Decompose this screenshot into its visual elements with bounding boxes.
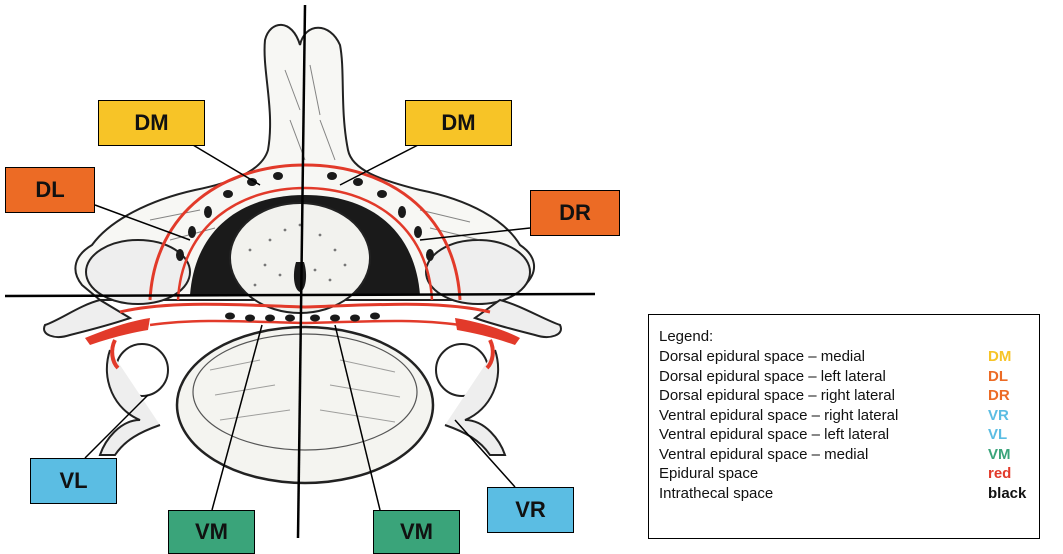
legend-description: Ventral epidural space – medial bbox=[659, 445, 988, 465]
label-dr: DR bbox=[530, 190, 620, 236]
label-dm-left: DM bbox=[98, 100, 205, 146]
legend-row: Dorsal epidural space – right lateral DR bbox=[659, 386, 1039, 406]
legend-description: Epidural space bbox=[659, 464, 988, 484]
legend-description: Dorsal epidural space – left lateral bbox=[659, 367, 988, 387]
legend-code: DM bbox=[988, 347, 1011, 367]
legend-description: Ventral epidural space – right lateral bbox=[659, 406, 988, 426]
legend-code: VL bbox=[988, 425, 1007, 445]
legend-title: Legend: bbox=[659, 327, 1039, 347]
label-dm-right: DM bbox=[405, 100, 512, 146]
vertebral-body bbox=[177, 327, 433, 483]
legend-row: Ventral epidural space – right lateral V… bbox=[659, 406, 1039, 426]
label-vm-right: VM bbox=[373, 510, 460, 554]
legend-code: VM bbox=[988, 445, 1011, 465]
leader-dm-left bbox=[193, 145, 260, 185]
legend-row: Epidural space red bbox=[659, 464, 1039, 484]
label-dl: DL bbox=[5, 167, 95, 213]
label-vm-left: VM bbox=[168, 510, 255, 554]
legend-row: Intrathecal space black bbox=[659, 484, 1039, 504]
label-vl: VL bbox=[30, 458, 117, 504]
label-vr: VR bbox=[487, 487, 574, 533]
legend-description: Intrathecal space bbox=[659, 484, 988, 504]
legend-code: VR bbox=[988, 406, 1009, 426]
legend-row: Dorsal epidural space – medial DM bbox=[659, 347, 1039, 367]
legend-row: Dorsal epidural space – left lateral DL bbox=[659, 367, 1039, 387]
legend-row: Ventral epidural space – left lateral VL bbox=[659, 425, 1039, 445]
legend-code: red bbox=[988, 464, 1011, 484]
legend-description: Dorsal epidural space – medial bbox=[659, 347, 988, 367]
legend-box: Legend: Dorsal epidural space – medial D… bbox=[648, 314, 1040, 539]
legend-description: Ventral epidural space – left lateral bbox=[659, 425, 988, 445]
legend-code: black bbox=[988, 484, 1026, 504]
legend-row: Ventral epidural space – medial VM bbox=[659, 445, 1039, 465]
legend-description: Dorsal epidural space – right lateral bbox=[659, 386, 988, 406]
legend-code: DL bbox=[988, 367, 1008, 387]
legend-code: DR bbox=[988, 386, 1010, 406]
